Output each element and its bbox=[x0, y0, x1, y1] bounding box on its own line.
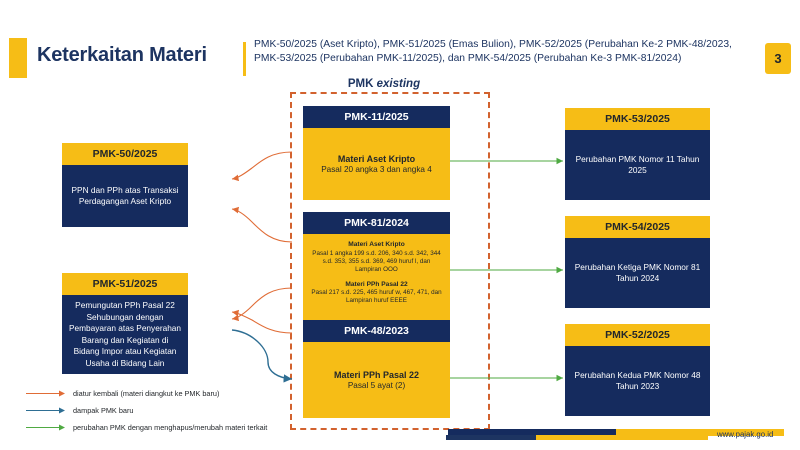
connector-pmk81-to-pmk50 bbox=[231, 206, 293, 243]
footer-url: www.pajak.go.id bbox=[717, 430, 774, 439]
materi-title: Materi PPh Pasal 22 bbox=[345, 280, 408, 288]
title-accent-bar bbox=[9, 38, 27, 78]
legend-arrow-orange-icon bbox=[26, 390, 65, 397]
card-pmk-51-2025[interactable]: PMK-51/2025 Pemungutan PPh Pasal 22 Sehu… bbox=[62, 273, 188, 374]
legend-item-perubahan-pmk: perubahan PMK dengan menghapus/merubah m… bbox=[26, 419, 326, 436]
card-pmk-52-2025[interactable]: PMK-52/2025 Perubahan Kedua PMK Nomor 48… bbox=[565, 324, 710, 416]
pmk-existing-group-frame bbox=[290, 92, 490, 430]
materi-title: Materi Aset Kripto bbox=[337, 153, 416, 164]
legend-label: dampak PMK baru bbox=[73, 406, 134, 415]
footer-bar-yellow bbox=[536, 435, 708, 440]
connector-pmk11-to-pmk50 bbox=[231, 151, 293, 182]
connector-pmk48-to-pmk51 bbox=[231, 309, 293, 334]
materi-detail: Pasal 1 angka 199 s.d. 206, 340 s.d. 342… bbox=[312, 249, 441, 273]
card-title: PMK-48/2023 bbox=[303, 320, 450, 342]
card-title: PMK-54/2025 bbox=[565, 216, 710, 238]
group-label-emphasis: existing bbox=[376, 78, 421, 90]
card-pmk-81-2024[interactable]: PMK-81/2024 Materi Aset Kripto Pasal 1 a… bbox=[303, 212, 450, 326]
card-title: PMK-52/2025 bbox=[565, 324, 710, 346]
legend-arrow-green-icon bbox=[26, 424, 65, 431]
title-divider bbox=[243, 42, 246, 76]
card-body: Perubahan PMK Nomor 11 Tahun 2025 bbox=[565, 130, 710, 200]
card-body: Materi Aset Kripto Pasal 1 angka 199 s.d… bbox=[303, 234, 450, 326]
card-pmk-48-2023[interactable]: PMK-48/2023 Materi PPh Pasal 22 Pasal 5 … bbox=[303, 320, 450, 418]
legend-arrow-blue-icon bbox=[26, 407, 65, 414]
card-title: PMK-81/2024 bbox=[303, 212, 450, 234]
materi-detail: Pasal 217 s.d. 225, 465 huruf w, 467, 47… bbox=[311, 289, 442, 304]
materi-title: Materi PPh Pasal 22 bbox=[333, 369, 420, 380]
page-title: Keterkaitan Materi bbox=[37, 44, 207, 66]
materi-detail: Pasal 5 ayat (2) bbox=[347, 380, 406, 390]
card-body: Materi PPh Pasal 22 Pasal 5 ayat (2) bbox=[303, 342, 450, 418]
page-number-badge: 3 bbox=[765, 43, 791, 74]
legend-item-diatur-kembali: diatur kembali (materi diangkut ke PMK b… bbox=[26, 385, 326, 402]
header-subtitle: PMK-50/2025 (Aset Kripto), PMK-51/2025 (… bbox=[254, 39, 732, 64]
card-title: PMK-53/2025 bbox=[565, 108, 710, 130]
footer-bar-navy bbox=[446, 435, 536, 440]
group-label-prefix: PMK bbox=[347, 78, 377, 90]
card-title: PMK-11/2025 bbox=[303, 106, 450, 128]
legend: diatur kembali (materi diangkut ke PMK b… bbox=[26, 385, 326, 436]
card-body: Perubahan Kedua PMK Nomor 48 Tahun 2023 bbox=[565, 346, 710, 416]
legend-label: perubahan PMK dengan menghapus/merubah m… bbox=[73, 423, 268, 432]
card-pmk-11-2025[interactable]: PMK-11/2025 Materi Aset Kripto Pasal 20 … bbox=[303, 106, 450, 200]
card-title: PMK-50/2025 bbox=[62, 143, 188, 165]
connector-pmk51-to-pmk48 bbox=[231, 329, 293, 383]
card-pmk-50-2025[interactable]: PMK-50/2025 PPN dan PPh atas Transaksi P… bbox=[62, 143, 188, 227]
card-title: PMK-51/2025 bbox=[62, 273, 188, 295]
materi-detail: Pasal 20 angka 3 dan angka 4 bbox=[321, 164, 432, 174]
card-pmk-54-2025[interactable]: PMK-54/2025 Perubahan Ketiga PMK Nomor 8… bbox=[565, 216, 710, 308]
card-body: Materi Aset Kripto Pasal 20 angka 3 dan … bbox=[303, 128, 450, 200]
connector-pmk81-pph-to-pmk51 bbox=[231, 287, 293, 322]
legend-label: diatur kembali (materi diangkut ke PMK b… bbox=[73, 389, 220, 398]
card-body: Pemungutan PPh Pasal 22 Sehubungan denga… bbox=[62, 295, 188, 374]
card-body: PPN dan PPh atas Transaksi Perdagangan A… bbox=[62, 165, 188, 227]
card-body: Perubahan Ketiga PMK Nomor 81 Tahun 2024 bbox=[565, 238, 710, 308]
group-label: PMK existing bbox=[294, 78, 474, 90]
card-pmk-53-2025[interactable]: PMK-53/2025 Perubahan PMK Nomor 11 Tahun… bbox=[565, 108, 710, 200]
legend-item-dampak-pmk-baru: dampak PMK baru bbox=[26, 402, 326, 419]
materi-title: Materi Aset Kripto bbox=[348, 241, 405, 248]
footer-bar-yellow-top bbox=[616, 429, 784, 436]
footer-bar-navy-top bbox=[448, 429, 616, 436]
